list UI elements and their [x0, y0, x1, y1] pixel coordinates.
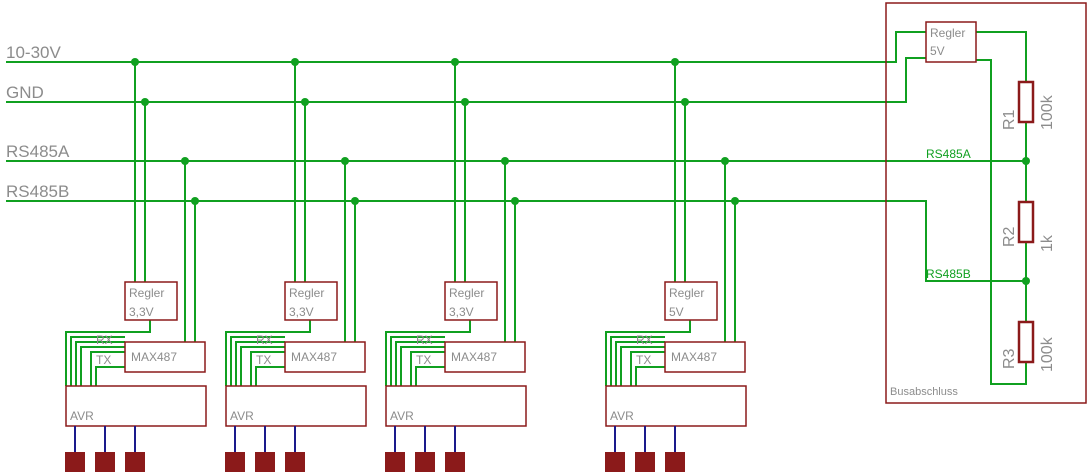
transceiver-label: MAX487	[451, 350, 497, 364]
resistor-r3	[1017, 320, 1035, 364]
max487-box	[444, 341, 526, 373]
rx-label: RX	[96, 333, 113, 347]
resistor-r2-name: R2	[1001, 226, 1018, 247]
bus-node-1: Regler 3,3V RX TX MAX487 AVR	[65, 58, 207, 472]
resistor-r2	[1017, 200, 1035, 244]
io-pads	[65, 452, 145, 472]
regulator-voltage: 3,3V	[129, 305, 154, 319]
io-pads	[225, 452, 305, 472]
max487-box	[124, 341, 206, 373]
regulator-box	[284, 281, 338, 321]
tx-label: TX	[96, 353, 111, 367]
transceiver-label: MAX487	[671, 350, 717, 364]
net-label-gnd: GND	[6, 83, 44, 102]
termination-regulator-voltage: 5V	[930, 44, 945, 58]
mcu-label: AVR	[230, 409, 254, 423]
regulator-label: Regler	[129, 286, 164, 300]
regulator-label: Regler	[289, 286, 324, 300]
mcu-label: AVR	[390, 409, 414, 423]
bus-node-2: Regler 3,3V RX TX MAX487 AVR	[225, 58, 367, 472]
resistor-r3-name: R3	[1001, 348, 1018, 369]
ground-line	[6, 57, 926, 103]
transceiver-label: MAX487	[131, 350, 177, 364]
termination-regulator-box	[925, 21, 977, 63]
resistor-r1-value: 100k	[1039, 94, 1056, 130]
regulator-box	[124, 281, 178, 321]
regulator-voltage: 5V	[669, 305, 684, 319]
regulator-voltage: 3,3V	[289, 305, 314, 319]
mcu-label: AVR	[70, 409, 94, 423]
regulator-label: Regler	[669, 286, 704, 300]
transceiver-label: MAX487	[291, 350, 337, 364]
termination-net-b-label: RS485B	[926, 267, 971, 281]
bus-termination: Busabschluss Regler 5V R1 100k R2 1k R3 …	[885, 2, 1087, 404]
bus-labels: 10-30V GND RS485A RS485B	[6, 43, 70, 201]
regulator-label: Regler	[449, 286, 484, 300]
max487-box	[664, 341, 746, 373]
termination-frame	[885, 2, 1087, 404]
rx-label: RX	[636, 333, 653, 347]
resistor-r1	[1017, 80, 1035, 124]
termination-title: Busabschluss	[890, 386, 958, 398]
resistor-r2-value: 1k	[1039, 234, 1056, 252]
resistor-r3-value: 100k	[1039, 336, 1056, 372]
net-label-rs485a: RS485A	[6, 142, 70, 161]
rx-label: RX	[256, 333, 273, 347]
io-pads	[385, 452, 465, 472]
net-label-supply: 10-30V	[6, 43, 61, 62]
max487-box	[284, 341, 366, 373]
termination-net-a-label: RS485A	[926, 147, 971, 161]
net-label-rs485b: RS485B	[6, 182, 69, 201]
resistor-r1-name: R1	[1001, 109, 1018, 130]
regulator-box	[664, 281, 718, 321]
termination-regulator-label: Regler	[930, 26, 965, 40]
tx-label: TX	[636, 353, 651, 367]
bus-node-4: Regler 5V RX TX MAX487 AVR	[605, 58, 747, 472]
regulator-box	[444, 281, 498, 321]
tx-label: TX	[256, 353, 271, 367]
rx-label: RX	[416, 333, 433, 347]
bus-node-3: Regler 3,3V RX TX MAX487 AVR	[385, 58, 527, 472]
tx-label: TX	[416, 353, 431, 367]
io-pads	[605, 452, 685, 472]
supply-line	[6, 31, 926, 63]
mcu-label: AVR	[610, 409, 634, 423]
regulator-voltage: 3,3V	[449, 305, 474, 319]
